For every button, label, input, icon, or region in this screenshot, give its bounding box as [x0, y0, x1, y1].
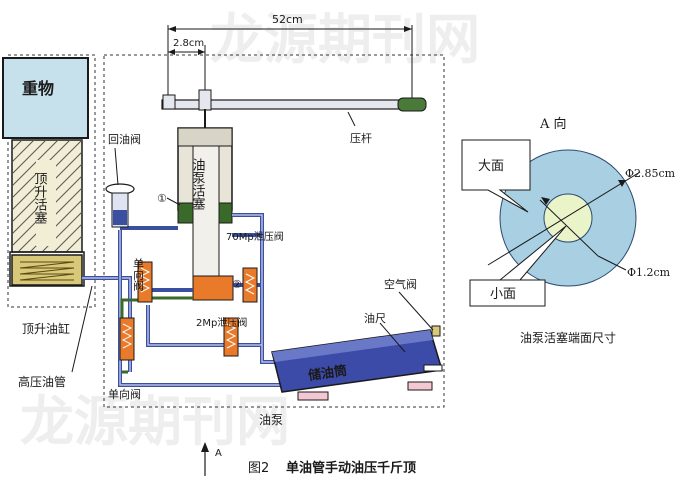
- outer-diameter-label: Φ2.85cm: [625, 167, 676, 180]
- small-face-label: 小面: [490, 287, 516, 302]
- jack-assembly: 重物 顶升活塞 顶升油缸: [2, 57, 89, 336]
- view-a-caption: 油泵活塞端面尺寸: [520, 330, 616, 345]
- dimension-lever-length: 52cm: [167, 13, 413, 108]
- pressure-lever: 压杆: [161, 89, 427, 145]
- left-dashed-boundary: [7, 54, 96, 308]
- air-valve-label: 空气阀: [384, 277, 417, 291]
- watermark-text-bottom: 龙源期刊网: [20, 390, 290, 453]
- large-face-label: 大面: [478, 159, 504, 174]
- relief-valve-70mp: 70Mp泄压阀 ②: [226, 230, 284, 303]
- hydraulic-lines: [118, 213, 282, 387]
- lever-handle: [397, 97, 427, 112]
- watermark-text-top: 龙源期刊网: [210, 8, 480, 71]
- pump-chamber: [192, 275, 234, 301]
- large-face-callout: [461, 139, 531, 213]
- watermark: 龙源期刊网 龙源期刊网: [20, 8, 480, 453]
- marker-1: ①: [157, 192, 167, 205]
- return-valve: 回油阀: [105, 132, 141, 228]
- reservoir-foot-left: [297, 391, 329, 401]
- pump-label: 油泵: [259, 413, 283, 427]
- reservoir-foot-right: [407, 381, 433, 391]
- pump-piston-rod: [192, 145, 220, 277]
- dimension-label-2-8cm: 2.8cm: [173, 38, 204, 49]
- oil-reservoir: 储油筒 空气阀 油尺: [271, 277, 443, 401]
- figure-title: 单油管手动油压千斤顶: [286, 460, 416, 476]
- lever-label: 压杆: [350, 131, 372, 145]
- view-a-piston-face: A 向 大面 小面 Φ2.85cm Φ1.2cm 油泵活塞端面尺寸: [461, 116, 676, 345]
- check-valve-upper: 单向阀: [132, 258, 153, 303]
- load-block: [2, 57, 89, 139]
- check-valve-lower: 单向阀: [108, 317, 141, 401]
- direction-arrow: A: [201, 442, 222, 476]
- marker-2: ②: [232, 278, 242, 291]
- load-label: 重物: [22, 79, 54, 98]
- jack-piston-label: 顶升活塞: [32, 172, 48, 224]
- check-valve-upper-label: 单向阀: [132, 258, 145, 292]
- view-a-title: A 向: [539, 116, 567, 132]
- inner-diameter-label: Φ1.2cm: [627, 266, 671, 279]
- relief-valve-70mp-label: 70Mp泄压阀: [226, 230, 284, 243]
- return-valve-label: 回油阀: [108, 132, 141, 146]
- pump-piston-label: 油泵活塞: [190, 158, 206, 210]
- high-pressure-pipe-label: 高压油管: [18, 374, 66, 389]
- jack-cylinder-label: 顶升油缸: [22, 321, 70, 336]
- jack-spring: [19, 261, 75, 281]
- main-dashed-boundary: [103, 54, 445, 408]
- dipstick-label: 油尺: [364, 311, 386, 325]
- relief-valve-2mp: 2Mp泄压阀: [196, 316, 247, 357]
- direction-marker-label: A: [215, 448, 222, 459]
- check-valve-lower-label: 单向阀: [108, 387, 141, 401]
- dimension-label-52cm: 52cm: [272, 13, 303, 26]
- inner-face-circle: [543, 193, 593, 243]
- reservoir-label: 储油筒: [306, 363, 348, 384]
- air-valve-cap: [431, 325, 441, 337]
- relief-valve-2mp-label: 2Mp泄压阀: [196, 316, 247, 329]
- pump-cylinder: 油泵活塞 ①: [157, 127, 234, 301]
- dimension-short-arm: 2.8cm: [168, 38, 206, 95]
- figure-number: 图2: [248, 461, 269, 476]
